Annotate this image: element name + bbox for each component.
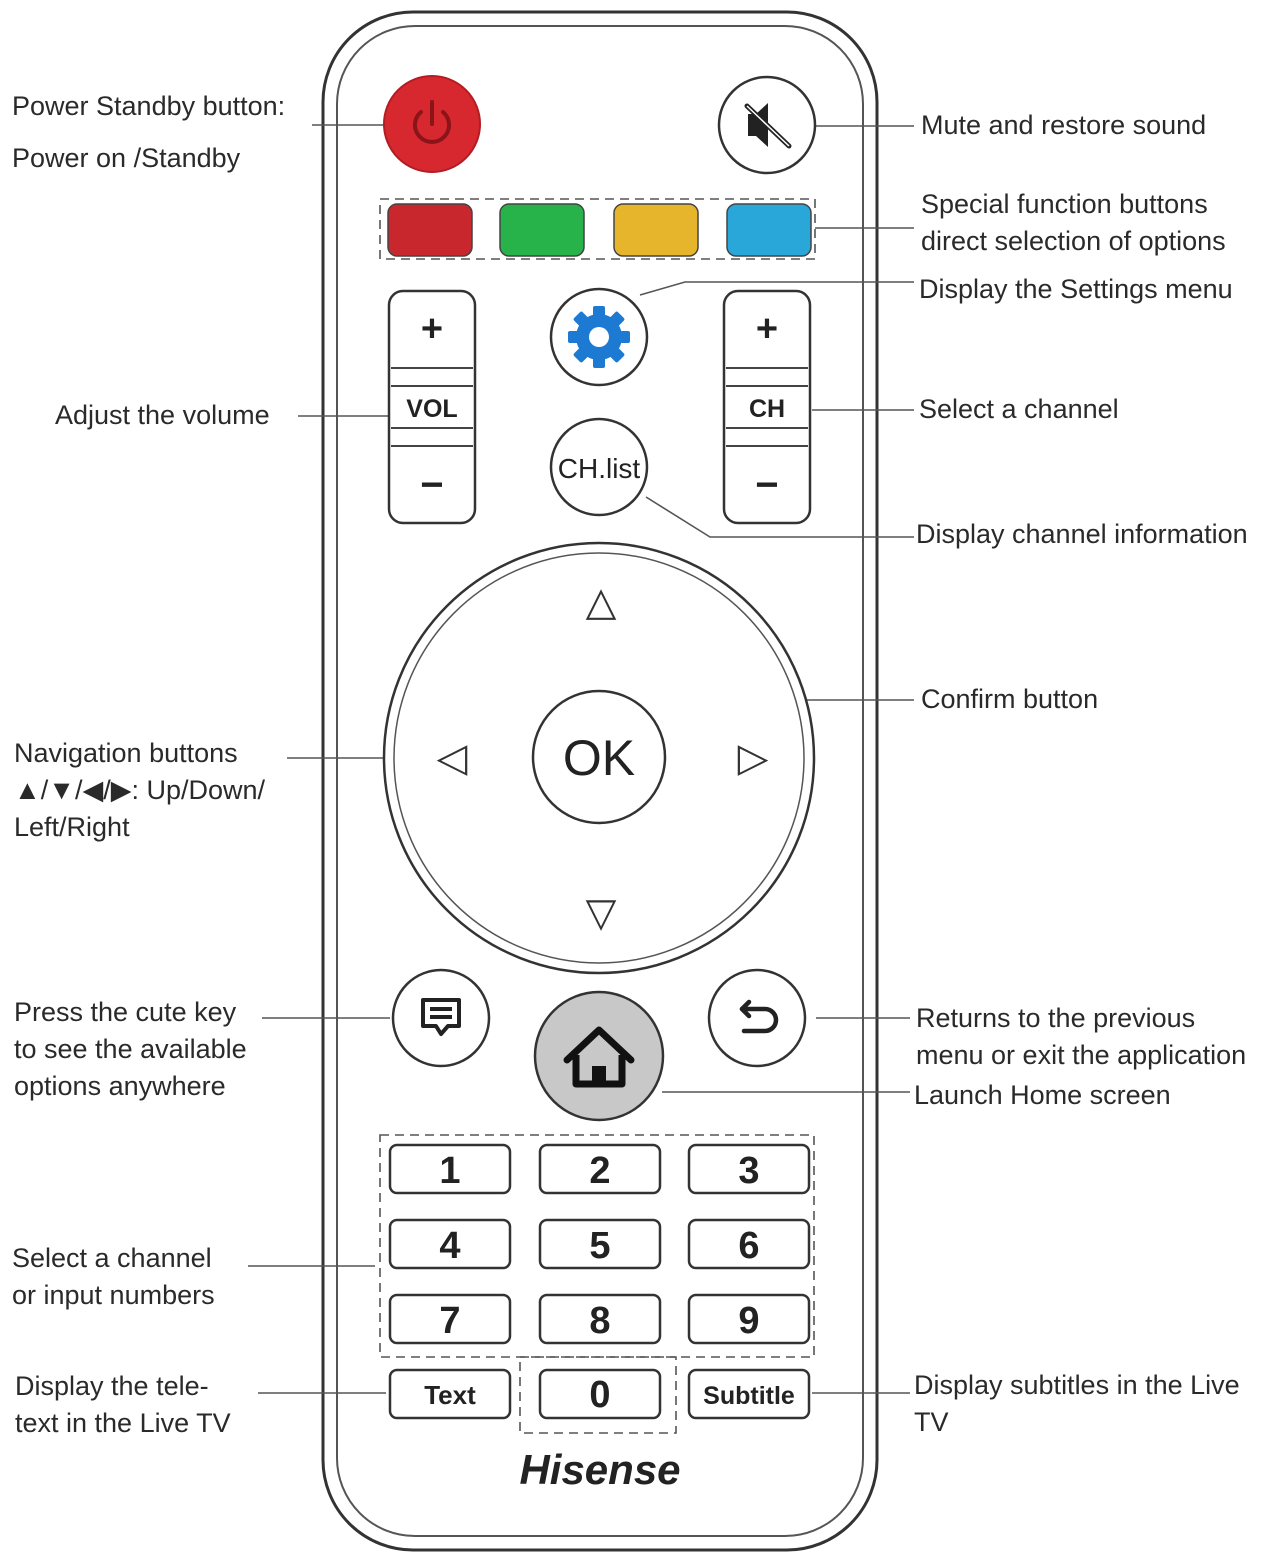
ok-label: OK <box>563 730 635 786</box>
ok-button[interactable] <box>531 689 667 825</box>
label-select-channel: Select a channel <box>919 394 1119 424</box>
digit-5-button[interactable] <box>538 1218 662 1270</box>
power-icon <box>413 100 451 144</box>
label-settings: Display the Settings menu <box>919 274 1233 304</box>
back-button[interactable] <box>707 968 807 1068</box>
digit-6-label: 6 <box>738 1225 759 1267</box>
digit-0-label: 0 <box>589 1374 610 1416</box>
digit-7-label: 7 <box>439 1300 460 1342</box>
label-numbers-1: Select a channel <box>12 1243 212 1273</box>
digit-9-label: 9 <box>738 1300 759 1342</box>
label-cute-3: options anywhere <box>14 1071 226 1101</box>
text-button-label: Text <box>424 1380 476 1410</box>
digit-0-button[interactable] <box>538 1368 662 1420</box>
digit-4-button[interactable] <box>388 1218 512 1270</box>
message-icon <box>421 998 461 1036</box>
mute-button[interactable] <box>717 75 817 175</box>
digit-5-label: 5 <box>589 1225 610 1267</box>
text-button[interactable] <box>388 1368 512 1420</box>
digit-3-label: 3 <box>738 1150 759 1192</box>
color-buttons-group <box>379 198 816 260</box>
label-nav-3: Left/Right <box>14 812 130 842</box>
volume-rocker <box>387 289 477 525</box>
channel-up-button[interactable]: + <box>756 308 778 350</box>
label-teletext-1: Display the tele- <box>15 1371 209 1401</box>
label-special-1: Special function buttons <box>921 189 1208 219</box>
label-nav-2: ▲/▼/◀/▶: Up/Down/ <box>14 775 266 805</box>
volume-down-button[interactable]: − <box>420 463 443 507</box>
yellow-button[interactable] <box>613 203 699 257</box>
label-nav-1: Navigation buttons <box>14 738 238 768</box>
label-cute-1: Press the cute key <box>14 997 237 1027</box>
digit-9-button[interactable] <box>687 1293 811 1345</box>
zero-key-group <box>519 1356 677 1434</box>
number-pad: 1 2 3 4 5 6 7 8 9 <box>388 1143 811 1345</box>
label-power-2: Power on /Standby <box>12 143 241 173</box>
label-home: Launch Home screen <box>914 1080 1171 1110</box>
digit-4-label: 4 <box>439 1225 460 1267</box>
volume-label: VOL <box>406 395 457 423</box>
digit-2-button[interactable] <box>538 1143 662 1195</box>
blue-button[interactable] <box>726 203 812 257</box>
red-button[interactable] <box>387 203 473 257</box>
back-arrow-icon <box>739 999 779 1034</box>
label-volume: Adjust the volume <box>55 400 270 430</box>
digit-1-label: 1 <box>439 1150 460 1192</box>
channel-rocker <box>722 289 812 525</box>
digit-1-button[interactable] <box>388 1143 512 1195</box>
channel-list-button[interactable] <box>549 417 649 517</box>
nav-right-button[interactable]: ▷ <box>738 736 769 780</box>
label-teletext-2: text in the Live TV <box>15 1408 231 1438</box>
label-numbers-2: or input numbers <box>12 1280 215 1310</box>
label-confirm: Confirm button <box>921 684 1099 714</box>
channel-list-label: CH.list <box>558 453 641 484</box>
label-subtitle-1: Display subtitles in the Live <box>914 1370 1240 1400</box>
digit-6-button[interactable] <box>687 1218 811 1270</box>
digit-3-button[interactable] <box>687 1143 811 1195</box>
nav-up-button[interactable]: △ <box>586 580 617 624</box>
settings-button[interactable] <box>549 287 649 387</box>
label-subtitle-2: TV <box>914 1407 949 1437</box>
nav-left-button[interactable]: ◁ <box>437 736 468 780</box>
brand-logo: Hisense <box>519 1446 680 1493</box>
home-icon <box>563 1026 635 1088</box>
nav-down-button[interactable]: ▽ <box>586 891 617 935</box>
home-button[interactable] <box>533 990 665 1122</box>
subtitle-button[interactable] <box>687 1368 811 1420</box>
digit-8-button[interactable] <box>538 1293 662 1345</box>
label-return-2: menu or exit the application <box>916 1040 1247 1070</box>
label-special-2: direct selection of options <box>921 226 1226 256</box>
options-button[interactable] <box>391 968 491 1068</box>
channel-label: CH <box>749 395 785 423</box>
green-button[interactable] <box>499 203 585 257</box>
label-power-1: Power Standby button: <box>12 91 286 121</box>
digit-2-label: 2 <box>589 1150 610 1192</box>
digit-8-label: 8 <box>589 1300 610 1342</box>
power-button[interactable] <box>383 75 481 173</box>
gear-icon <box>568 306 630 368</box>
subtitle-button-label: Subtitle <box>703 1382 795 1410</box>
label-return-1: Returns to the previous <box>916 1003 1196 1033</box>
channel-down-button[interactable]: − <box>755 463 778 507</box>
label-mute: Mute and restore sound <box>921 110 1207 140</box>
label-cute-2: to see the available <box>14 1034 247 1064</box>
digit-7-button[interactable] <box>388 1293 512 1345</box>
mute-icon <box>744 103 792 149</box>
volume-up-button[interactable]: + <box>421 308 443 350</box>
label-channel-info: Display channel information <box>916 519 1248 549</box>
